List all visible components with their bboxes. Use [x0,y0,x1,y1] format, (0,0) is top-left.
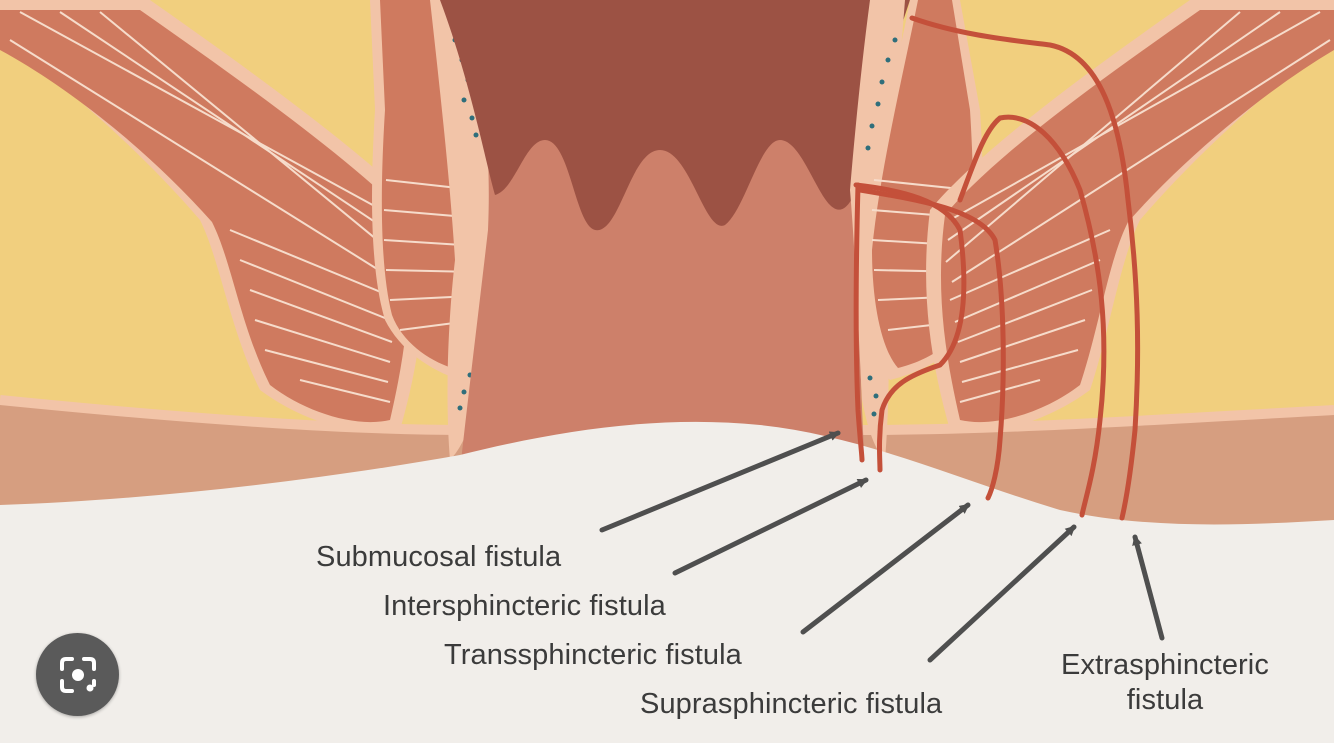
pointer-arrows [599,430,1165,663]
arrow-extrasphincteric [1132,534,1165,641]
label-extrasphincteric-fistula: Extrasphincteric fistula [1061,649,1269,716]
extrasphincteric-tract [909,15,1141,521]
fistula-tracts [853,15,1141,521]
subcutaneous-outline [0,395,1334,435]
lens-search-button[interactable] [36,633,119,716]
rectal-lumen [440,0,910,231]
label-suprasphincteric-fistula: Suprasphincteric fistula [640,688,943,720]
label-submucosal-fistula: Submucosal fistula [316,541,562,573]
lens-search-icon [59,656,96,693]
arrow-suprasphincteric [927,524,1077,663]
arrow-submucosal [599,430,841,533]
transsphincteric-tract [857,187,1006,501]
left-levator-ani [0,0,424,433]
label-transsphincteric-fistula: Transsphincteric fistula [444,639,742,671]
suprasphincteric-tract [957,114,1107,518]
arrow-transsphincteric [800,502,971,635]
submucosal-tract [853,182,865,463]
label-intersphincteric-fistula: Intersphincteric fistula [383,590,666,622]
perianal-skin [0,421,1334,743]
arrow-intersphincteric [672,477,869,576]
